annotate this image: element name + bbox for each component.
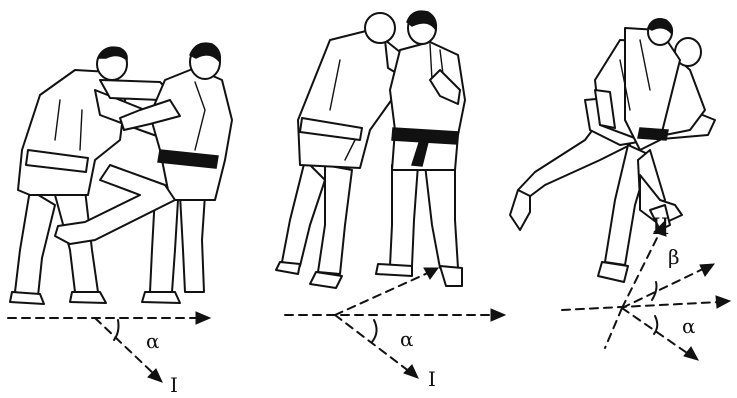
panel-3-direction-label: II: [652, 215, 669, 240]
panel-2: α I: [276, 11, 505, 391]
panel-3-alpha-label: α: [682, 314, 696, 338]
panel-1-direction-label: I: [170, 373, 178, 397]
panel-3-force-diagram: α β II: [562, 215, 730, 360]
panel-2-direction-label: I: [428, 367, 436, 391]
panel-1-force-diagram: α I: [8, 312, 210, 397]
panel-3: α β II: [510, 19, 730, 360]
panel-1: α I: [8, 43, 232, 397]
panel-3-beta-label: β: [668, 245, 680, 269]
panel-2-force-diagram: α I: [285, 268, 505, 391]
panel-3-thrown-judoka: [510, 38, 715, 230]
panel-2-alpha-label: α: [400, 327, 414, 351]
panel-1-alpha-label: α: [146, 329, 160, 353]
panel-1-left-judoka: [10, 47, 175, 304]
